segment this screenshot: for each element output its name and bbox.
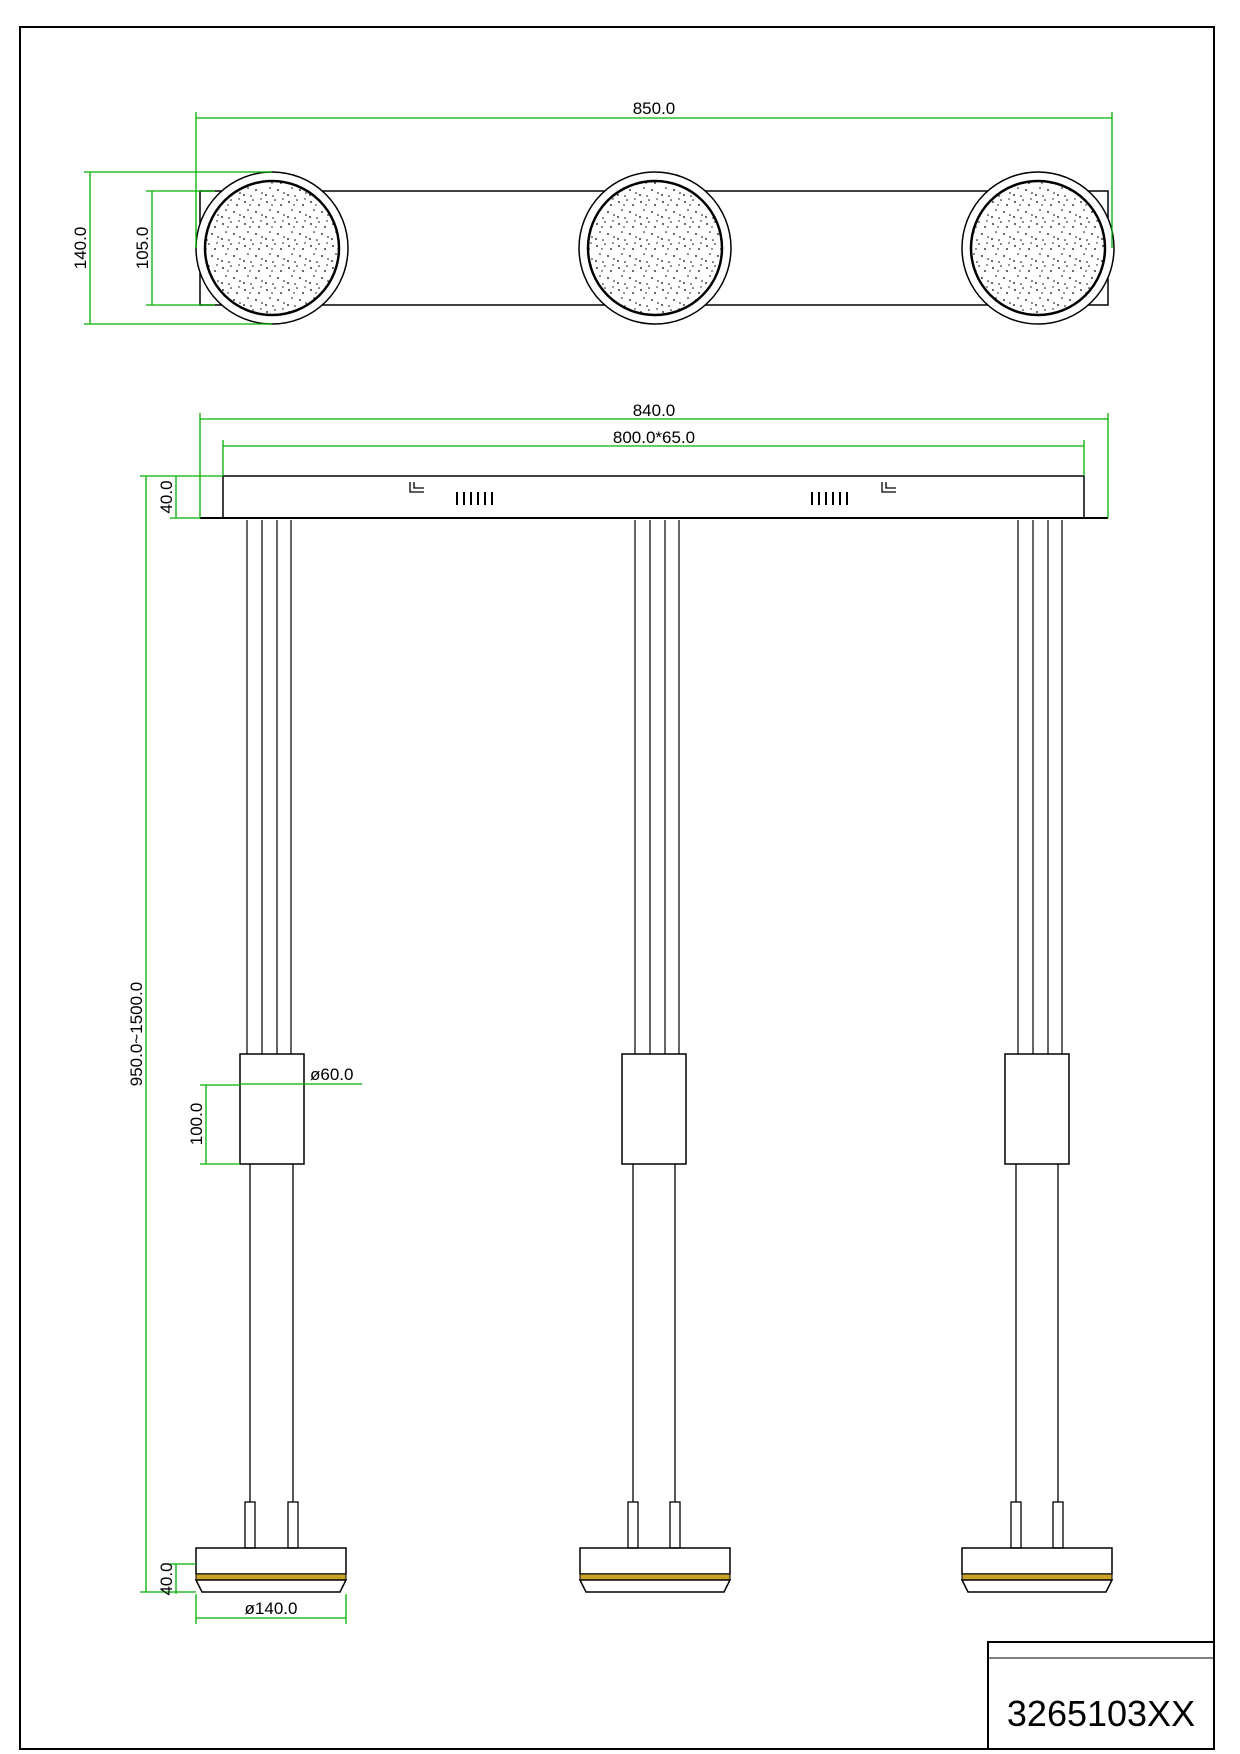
dim-shade-diameter: ø140.0 [195, 1594, 347, 1624]
dim-adjuster-diameter: ø60.0 [240, 1065, 362, 1085]
dim-canopy-width: 840.0 [199, 401, 1109, 518]
dim-adjuster-height: 100.0 [187, 1084, 240, 1165]
vent-left [456, 492, 493, 505]
sheet-border [19, 26, 1215, 1750]
top-view: 850.0 140.0 105.0 [71, 99, 1115, 325]
dim-top-width-label: 850.0 [633, 99, 676, 118]
pendant-2 [578, 520, 732, 1593]
shade-top-1 [195, 171, 349, 325]
shade-top-3 [961, 171, 1115, 325]
dim-shade-diameter-label: ø140.0 [245, 1599, 298, 1618]
dim-canopy-inner-label: 800.0*65.0 [613, 428, 695, 447]
vent-right [811, 492, 848, 505]
pendant-1 [194, 520, 348, 1593]
shade-top-2 [578, 171, 732, 325]
dim-top-height-label: 140.0 [71, 227, 90, 270]
dim-top-width: 850.0 [195, 99, 1113, 248]
dim-top-height: 140.0 [71, 171, 272, 325]
pendant-3 [960, 520, 1114, 1593]
dim-total-height-label: 950.0~1500.0 [127, 982, 146, 1086]
dim-shade-height-label: 40.0 [157, 1562, 176, 1595]
dim-adjuster-height-label: 100.0 [187, 1103, 206, 1146]
dim-shade-top: 105.0 [133, 190, 215, 306]
screw-left-icon [409, 482, 424, 493]
dim-canopy-height: 40.0 [140, 475, 223, 519]
dim-shade-height: 40.0 [157, 1562, 196, 1596]
dim-canopy-width-label: 840.0 [633, 401, 676, 420]
dim-shade-top-label: 105.0 [133, 227, 152, 270]
screw-right-icon [881, 482, 896, 493]
dim-canopy-height-label: 40.0 [157, 480, 176, 513]
canopy [200, 475, 1108, 519]
dim-canopy-inner: 800.0*65.0 [222, 428, 1085, 476]
dim-total-height: 950.0~1500.0 [127, 476, 196, 1593]
dim-adjuster-diameter-label: ø60.0 [310, 1065, 353, 1084]
front-view: 840.0 800.0*65.0 40.0 950.0~1500.0 [127, 401, 1114, 1624]
drawing-number: 3265103XX [1007, 1693, 1195, 1734]
title-block: 3265103XX [987, 1641, 1215, 1750]
